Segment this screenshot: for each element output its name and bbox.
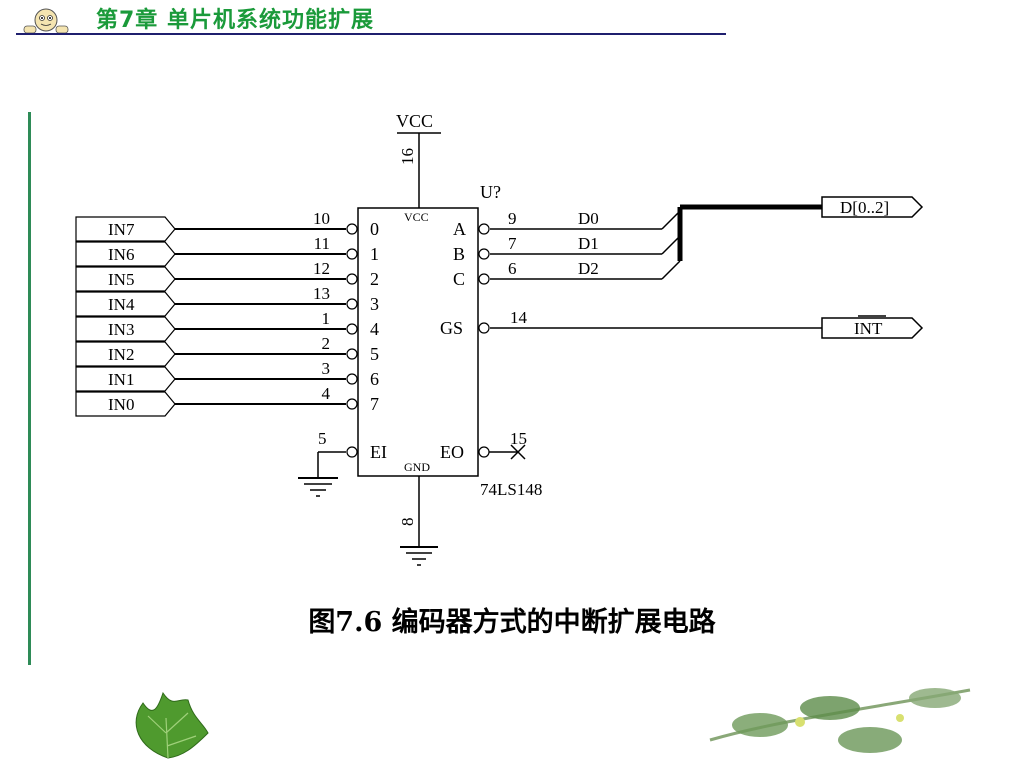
input-pin-bubble — [346, 298, 358, 310]
net-d1: D1 — [578, 234, 599, 253]
input-port-in7 — [75, 216, 176, 242]
input-pin-number: 10 — [313, 209, 330, 228]
ei-pin: 5 — [318, 429, 327, 448]
chip-input-label: 3 — [370, 294, 379, 314]
chip-input-label: 1 — [370, 244, 379, 264]
input-port-label: IN5 — [108, 270, 134, 289]
ei-label: EI — [370, 442, 387, 462]
out-label-a: A — [453, 219, 466, 239]
input-port-in5 — [75, 266, 176, 292]
input-pin-bubble — [346, 373, 358, 385]
vine-decoration-right — [700, 680, 1000, 764]
title-rule — [16, 33, 726, 35]
chip-input-label: 5 — [370, 344, 379, 364]
out-pin-c: 6 — [508, 259, 517, 278]
chip-vcc-label: VCC — [404, 210, 429, 224]
input-pin-number: 3 — [322, 359, 331, 378]
chip-ref: U? — [480, 182, 501, 202]
input-port-label: IN6 — [108, 245, 134, 264]
out-label-b: B — [453, 244, 465, 264]
eo-pin: 15 — [510, 429, 527, 448]
input-pin-number: 13 — [313, 284, 330, 303]
bus-port-label: D[0..2] — [840, 198, 889, 217]
chip-body — [357, 207, 479, 477]
input-pin-bubble — [346, 323, 358, 335]
leaf-decoration-left — [118, 688, 218, 767]
input-pin-bubble — [346, 348, 358, 360]
vcc-pin-number: 16 — [398, 148, 417, 165]
chip-input-label: 7 — [370, 394, 379, 414]
input-pin-bubble — [346, 273, 358, 285]
left-accent-bar — [28, 112, 31, 665]
input-port-in4 — [75, 291, 176, 317]
input-port-label: IN7 — [108, 220, 135, 239]
net-d0: D0 — [578, 209, 599, 228]
chip-part-number: 74LS148 — [480, 480, 542, 499]
eo-label: EO — [440, 442, 464, 462]
input-port-label: IN1 — [108, 370, 134, 389]
input-pin-bubble — [346, 398, 358, 410]
chip-input-label: 0 — [370, 219, 379, 239]
out-pin-b: 7 — [508, 234, 517, 253]
input-port-in3 — [75, 316, 176, 342]
gnd-pin-number: 8 — [398, 518, 417, 527]
figure-caption: 图7.6 编码器方式的中断扩展电路 — [308, 607, 716, 638]
chip-input-label: 6 — [370, 369, 379, 389]
gs-label: GS — [440, 318, 463, 338]
input-pin-number: 4 — [322, 384, 331, 403]
vcc-net-label: VCC — [396, 111, 433, 131]
net-d2: D2 — [578, 259, 599, 278]
input-port-label: IN3 — [108, 320, 134, 339]
input-pin-number: 2 — [322, 334, 331, 353]
gs-pin: 14 — [510, 308, 528, 327]
input-pin-number: 1 — [322, 309, 331, 328]
slide-title: 第7章 单片机系统功能扩展 — [96, 8, 374, 33]
mascot-logo — [14, 6, 78, 40]
input-port-label: IN4 — [108, 295, 135, 314]
input-port-in1 — [75, 366, 176, 392]
chip-input-label: 4 — [370, 319, 379, 339]
input-port-in6 — [75, 241, 176, 267]
int-port-label: INT — [854, 319, 883, 338]
input-port-in2 — [75, 341, 176, 367]
chip-gnd-label: GND — [404, 460, 430, 474]
chip-input-label: 2 — [370, 269, 379, 289]
input-port-label: IN0 — [108, 395, 134, 414]
out-pin-a: 9 — [508, 209, 517, 228]
input-pin-bubble — [346, 223, 358, 235]
input-pin-number: 11 — [314, 234, 330, 253]
input-port-label: IN2 — [108, 345, 134, 364]
out-label-c: C — [453, 269, 465, 289]
input-port-in0 — [75, 391, 176, 417]
input-pin-number: 12 — [313, 259, 330, 278]
input-pin-bubble — [346, 248, 358, 260]
